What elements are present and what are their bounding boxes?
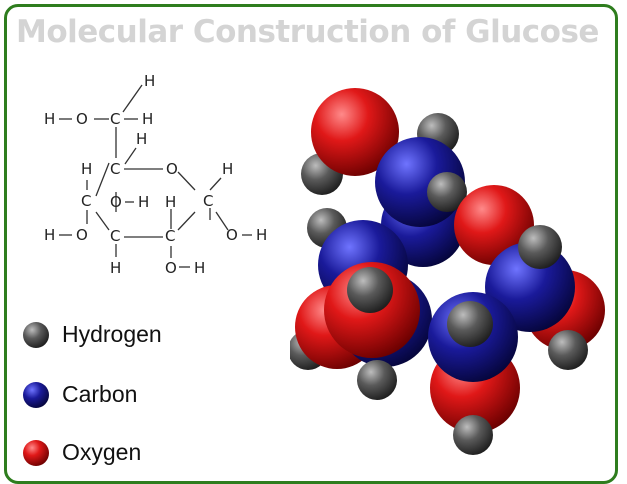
hydrogen-atom [453, 415, 493, 455]
atom-h: H [138, 193, 149, 211]
hydrogen-atom [447, 301, 493, 347]
atom-h: H [44, 226, 55, 244]
legend-item-oxygen: Oxygen [22, 436, 242, 470]
formula-bonds [59, 84, 252, 268]
legend-label-hydrogen: Hydrogen [62, 321, 162, 347]
hydrogen-atom [427, 172, 467, 212]
atom-o: O [76, 110, 88, 128]
atom-o: O [165, 259, 177, 277]
atom-c: C [165, 227, 175, 245]
atom-h: H [81, 160, 92, 178]
atom-o: O [110, 193, 122, 211]
atom-o: O [226, 226, 238, 244]
atom-h: H [194, 259, 205, 277]
atom-o: O [166, 160, 178, 178]
atom-c: C [110, 160, 120, 178]
atom-c: C [81, 192, 91, 210]
atom-h: H [110, 259, 121, 277]
hydrogen-atom [357, 360, 397, 400]
oxygen-atom [311, 88, 399, 176]
legend-item-hydrogen: Hydrogen [22, 318, 242, 352]
ball-and-stick-model [290, 88, 605, 455]
legend-label-oxygen: Oxygen [62, 439, 142, 465]
atom-c: C [110, 110, 120, 128]
atom-h: H [142, 110, 153, 128]
atom-h: H [165, 193, 176, 211]
atom-o: O [76, 226, 88, 244]
legend-item-carbon: Carbon [22, 378, 242, 412]
carbon-ball-icon [23, 382, 49, 408]
atom-c: C [110, 227, 120, 245]
hydrogen-ball-icon [23, 322, 49, 348]
hydrogen-atom [347, 267, 393, 313]
atom-h: H [44, 110, 55, 128]
legend-label-carbon: Carbon [62, 381, 138, 407]
atom-h: H [144, 72, 155, 90]
oxygen-ball-icon [23, 440, 49, 466]
page-title: Molecular Construction of Glucose [16, 14, 599, 50]
atom-h: H [136, 130, 147, 148]
structural-formula: .atom { font-size: 15px; fill: #222222; … [44, 72, 267, 277]
atom-h: H [222, 160, 233, 178]
atom-c: C [203, 192, 213, 210]
hydrogen-atom [518, 225, 562, 269]
atom-h: H [256, 226, 267, 244]
hydrogen-atom [548, 330, 588, 370]
